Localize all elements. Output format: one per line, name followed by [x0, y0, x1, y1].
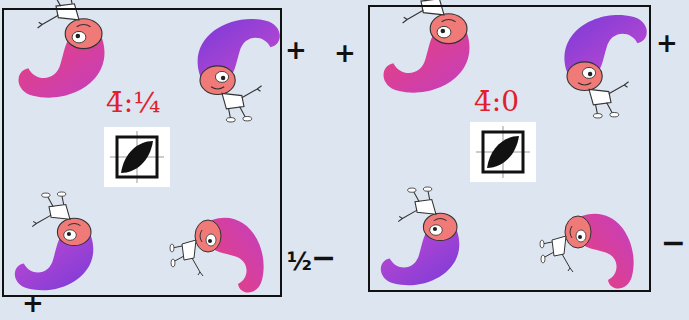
symmetry-label: 4̄:¼	[106, 88, 160, 119]
sign-label: +	[656, 30, 678, 56]
sign-label: +	[334, 40, 356, 66]
sign-label: +	[285, 37, 307, 63]
sign-label: −	[311, 243, 336, 273]
symmetry-label: 4̄:0	[474, 87, 519, 118]
sign-label: −	[661, 228, 686, 258]
sign-label: +	[22, 290, 44, 316]
sign-label: ½	[287, 250, 312, 274]
frame-box: 4̄:0	[368, 5, 651, 292]
frame-box: 4̄:¼	[2, 8, 282, 297]
